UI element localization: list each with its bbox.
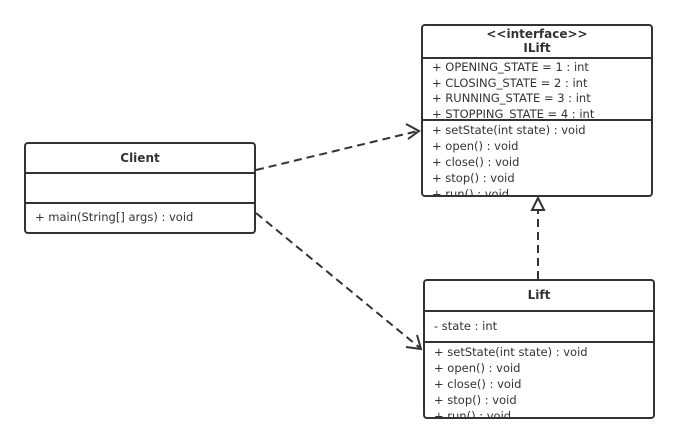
attribute: + RUNNING_STATE = 3 : int [432,91,591,105]
class-name: Lift [527,288,551,302]
method: + main(String[] args) : void [35,210,194,224]
method: + setState(int state) : void [434,345,588,359]
methods-section: + setState(int state) : void + open() : … [425,341,653,419]
class-name: Client [120,151,160,165]
arrowhead-hollow-triangle-icon [530,195,546,211]
attributes-section: + OPENING_STATE = 1 : int + CLOSING_STAT… [423,57,651,119]
method: + run() : void [432,187,510,197]
method: + run() : void [434,409,512,419]
arrowhead-open-icon [405,123,421,140]
method: + close() : void [432,155,520,169]
class-name: ILift [523,41,551,55]
dependency-client-lift [255,212,421,349]
method: + close() : void [434,377,522,391]
methods-section: + setState(int state) : void + open() : … [423,119,651,197]
methods-section: + main(String[] args) : void [26,202,254,232]
class-client[interactable]: Client + main(String[] args) : void [24,142,256,234]
attributes-section: - state : int [425,310,653,341]
method: + open() : void [434,361,521,375]
attribute: + OPENING_STATE = 1 : int [432,60,589,74]
class-header: <<interface>> ILift [423,26,651,57]
stereotype: <<interface>> [486,27,588,41]
arrowhead-open-icon [405,334,423,351]
attribute: + STOPPING_STATE = 4 : int [432,106,595,120]
class-lift[interactable]: Lift - state : int + setState(int state)… [423,279,655,419]
method: + stop() : void [432,171,515,185]
class-ilift[interactable]: <<interface>> ILift + OPENING_STATE = 1 … [421,24,653,197]
attributes-section [26,172,254,202]
dependency-client-ilift [255,130,419,171]
attribute: + CLOSING_STATE = 2 : int [432,75,588,90]
method: + stop() : void [434,393,517,407]
attribute: - state : int [434,319,498,333]
method: + open() : void [432,139,519,153]
method: + setState(int state) : void [432,123,586,137]
